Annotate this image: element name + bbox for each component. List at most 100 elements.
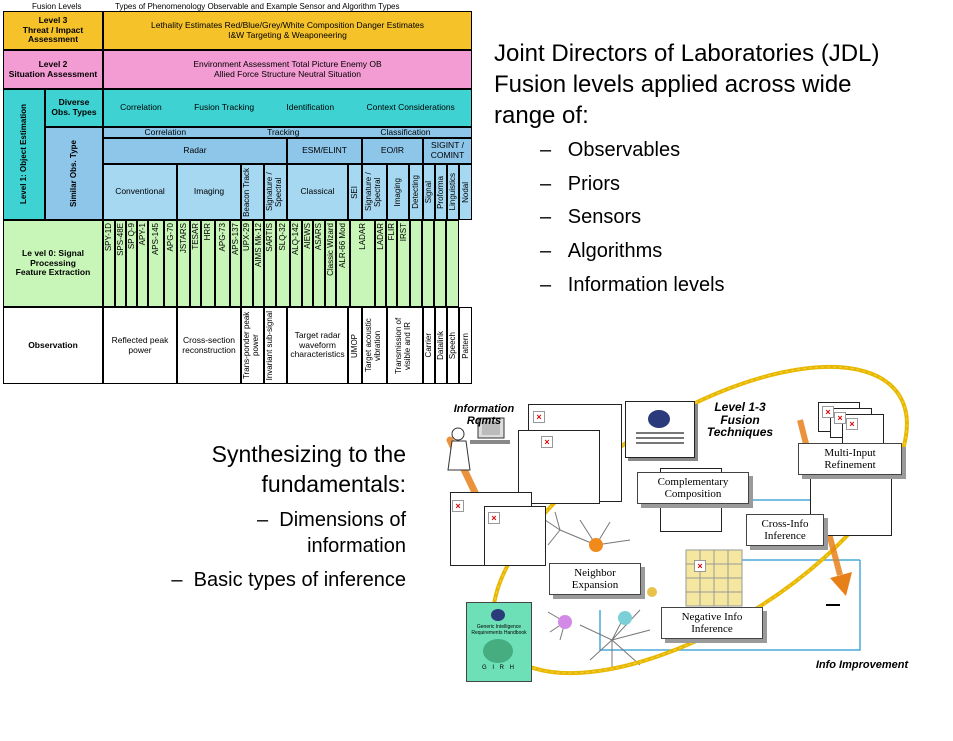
level3-label: Level 3 Threat / Impact Assessment [3, 11, 103, 50]
sigint-nodal: Nodal [459, 164, 472, 220]
obs-carrier: Carrier [423, 307, 435, 384]
broken-image-icon: × [488, 512, 500, 524]
jdl-title: Joint Directors of Laboratories (JDL) Fu… [494, 40, 880, 130]
group-eo-ir: EO/IR [362, 138, 423, 164]
diverse-item: Identification [286, 102, 335, 113]
grid-thumbnail [685, 549, 743, 607]
analyst-computer-icon [447, 417, 510, 471]
level3-content: Lethality Estimates Red/Blue/Grey/White … [103, 11, 472, 50]
synth-title: Synthesizing to the fundamentals: [211, 441, 406, 497]
radar-signature: Signature / Spectral [264, 164, 287, 220]
seal-icon [648, 410, 670, 428]
obs-transponder: Trans-ponder peak power [241, 307, 264, 384]
sensor-cell: AIMS Mk-12 [253, 220, 264, 307]
bullet-algorithms: – Algorithms [540, 240, 663, 262]
frame [518, 430, 600, 504]
diverse-item: Fusion Tracking [194, 102, 255, 113]
sensor-cell: APS-145 [148, 220, 164, 307]
broken-image-icon: × [541, 436, 553, 448]
sensor-cell: FLIR [386, 220, 397, 307]
broken-image-icon: × [533, 411, 545, 423]
globe-icon [483, 639, 513, 663]
broken-image-icon: × [694, 560, 706, 572]
diverse-obs-row: Correlation Fusion Tracking Identificati… [103, 89, 472, 127]
obs-speech: Speech [447, 307, 459, 384]
similar-top-row: Correlation Tracking Classification [103, 127, 472, 138]
level13-fusion-label: Level 1-3 Fusion Techniques [706, 400, 774, 440]
sensor-cell: ALQ-142 [290, 220, 302, 307]
group-esm-elint: ESM/ELINT [287, 138, 362, 164]
sigint-proforma: Proforma [435, 164, 447, 220]
document-card [625, 401, 695, 458]
obs-cross-section: Cross-section reconstruction [177, 307, 241, 384]
sensor-cell: JSTARS [177, 220, 190, 307]
level2-content: Environment Assessment Total Picture Ene… [103, 50, 472, 89]
information-rqmts-label: Information Rqmts [453, 403, 515, 427]
sensor-cell: AIEWS [302, 220, 313, 307]
diverse-item: Context Considerations [366, 102, 455, 113]
similar-obs-label: Similar Obs. Type [45, 127, 103, 220]
group-sigint: SIGINT / COMINT [423, 138, 472, 164]
cyan-node [618, 611, 632, 625]
level1-label: Level 1: Object Estimation [3, 89, 45, 220]
obs-acoustic: Target acoustic vibration [362, 307, 387, 384]
broken-image-icon: × [822, 406, 834, 418]
neighbor-expansion-box: Neighbor Expansion [549, 563, 641, 595]
sensor-cell: APG-70 [164, 220, 177, 307]
obs-target-radar: Target radar waveform characteristics [287, 307, 348, 384]
cross-info-inference-box: Cross-Info Inference [746, 514, 824, 546]
obs-datalink: Datalink [435, 307, 447, 384]
sensor-cell: Classic Wizard [325, 220, 336, 307]
obs-transmission: Transmission of visible and IR [387, 307, 423, 384]
sensor-cell: SARTIS [264, 220, 276, 307]
eoir-signature: Signature / Spectral [362, 164, 387, 220]
broken-image-icon: × [452, 500, 464, 512]
obs-pattern: Pattern [459, 307, 472, 384]
broken-image-icon: × [834, 412, 846, 424]
similar-top-item: Tracking [267, 126, 300, 137]
diverse-item: Correlation [120, 102, 162, 113]
sensor-cell [446, 220, 459, 307]
info-improvement-label: Info Improvement [815, 659, 909, 671]
similar-top-item: Classification [380, 126, 431, 137]
sensor-cell: SPS-48E [115, 220, 126, 307]
header-fusion-levels: Fusion Levels [32, 2, 82, 11]
sensor-cell: HRR [201, 220, 215, 307]
sensor-cell: SLQ-32 [276, 220, 290, 307]
sensor-cell [410, 220, 422, 307]
complementary-composition-box: Complementary Composition [637, 472, 749, 504]
orange-node [589, 538, 603, 552]
bullet-sensors: – Sensors [540, 206, 642, 228]
eoir-imaging: Imaging [387, 164, 409, 220]
sensor-cell: LADAR [350, 220, 375, 307]
multi-input-refinement-box: Multi-Input Refinement [798, 443, 902, 475]
bullet-observables: – Observables [540, 139, 681, 161]
sensor-cell: SPY-1D [103, 220, 115, 307]
yellow-node [647, 587, 657, 597]
broken-image-icon: × [846, 418, 858, 430]
sigint-signal: Signal [423, 164, 435, 220]
handbook-title: Generic Intelligence Requirements Handbo… [471, 624, 527, 636]
radar-imaging: Imaging [177, 164, 241, 220]
sensor-cell: APY-1 [137, 220, 148, 307]
blue-connector [599, 560, 861, 651]
sensor-cell: LADAR [375, 220, 386, 307]
group-radar: Radar [103, 138, 287, 164]
sensor-cell: SP Q-9 [126, 220, 137, 307]
sensor-cell: APG-73 [215, 220, 230, 307]
esm-classical: Classical [287, 164, 348, 220]
negative-info-inference-box: Negative Info Inference [661, 607, 763, 639]
esm-sei: SEI [348, 164, 362, 220]
jdl-fusion-table: Fusion Levels Types of Phenomenology Obs… [0, 0, 472, 384]
sigint-linguistics: Linguistics [447, 164, 459, 220]
purple-node [558, 615, 572, 629]
sensor-cell: TESAR [190, 220, 201, 307]
handbook-cover: Generic Intelligence Requirements Handbo… [466, 602, 532, 682]
bullet-inference: – Basic types of inference [171, 569, 406, 591]
observation-label: Observation [3, 307, 103, 384]
obs-invariant: Invariant sub-signal [264, 307, 287, 384]
sensor-cell [434, 220, 446, 307]
bullet-information-levels: – Information levels [540, 274, 725, 296]
